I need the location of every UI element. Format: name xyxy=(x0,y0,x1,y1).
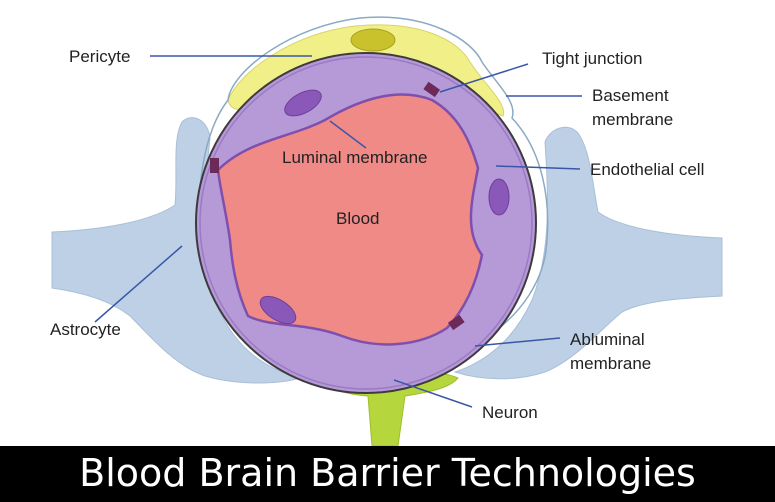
abluminal-membrane-label-line2: membrane xyxy=(570,354,651,373)
astrocyte-label: Astrocyte xyxy=(50,320,121,339)
blood-brain-barrier-diagram: Pericyte Tight junction Basement membran… xyxy=(50,16,723,446)
neuron-leader xyxy=(393,379,473,408)
abluminal-membrane-label-line1: Abluminal xyxy=(570,330,645,349)
basement-membrane-label-line1: Basement xyxy=(592,86,669,105)
pericyte-label: Pericyte xyxy=(69,47,130,66)
endothelial-inner-edge xyxy=(199,56,533,390)
banner-title: Blood Brain Barrier Technologies xyxy=(79,451,696,495)
endothelial-nucleus xyxy=(259,295,297,325)
astrocyte-right xyxy=(453,126,723,380)
luminal-membrane-label: Luminal membrane xyxy=(282,148,428,167)
blood-label: Blood xyxy=(336,209,379,228)
abluminal-membrane-leader xyxy=(474,337,561,347)
endothelial-nucleus xyxy=(284,89,322,117)
tight-junction xyxy=(447,314,465,331)
endothelial-cell-leader xyxy=(495,165,581,170)
luminal-membrane-leader xyxy=(329,120,367,149)
basement-membrane-label-line2: membrane xyxy=(592,110,673,129)
endothelial-cell-label: Endothelial cell xyxy=(590,160,704,179)
astrocyte-leader xyxy=(94,245,183,323)
endothelial-nucleus xyxy=(488,178,510,216)
tight-junction-leader xyxy=(439,63,529,93)
tight-junction xyxy=(210,158,219,173)
tight-junction xyxy=(423,81,441,98)
blood-lumen xyxy=(216,93,484,346)
tight-junction-label: Tight junction xyxy=(542,49,642,68)
pericyte-nucleus xyxy=(350,28,396,52)
title-banner: Blood Brain Barrier Technologies xyxy=(0,446,775,502)
neuron-label: Neuron xyxy=(482,403,538,422)
